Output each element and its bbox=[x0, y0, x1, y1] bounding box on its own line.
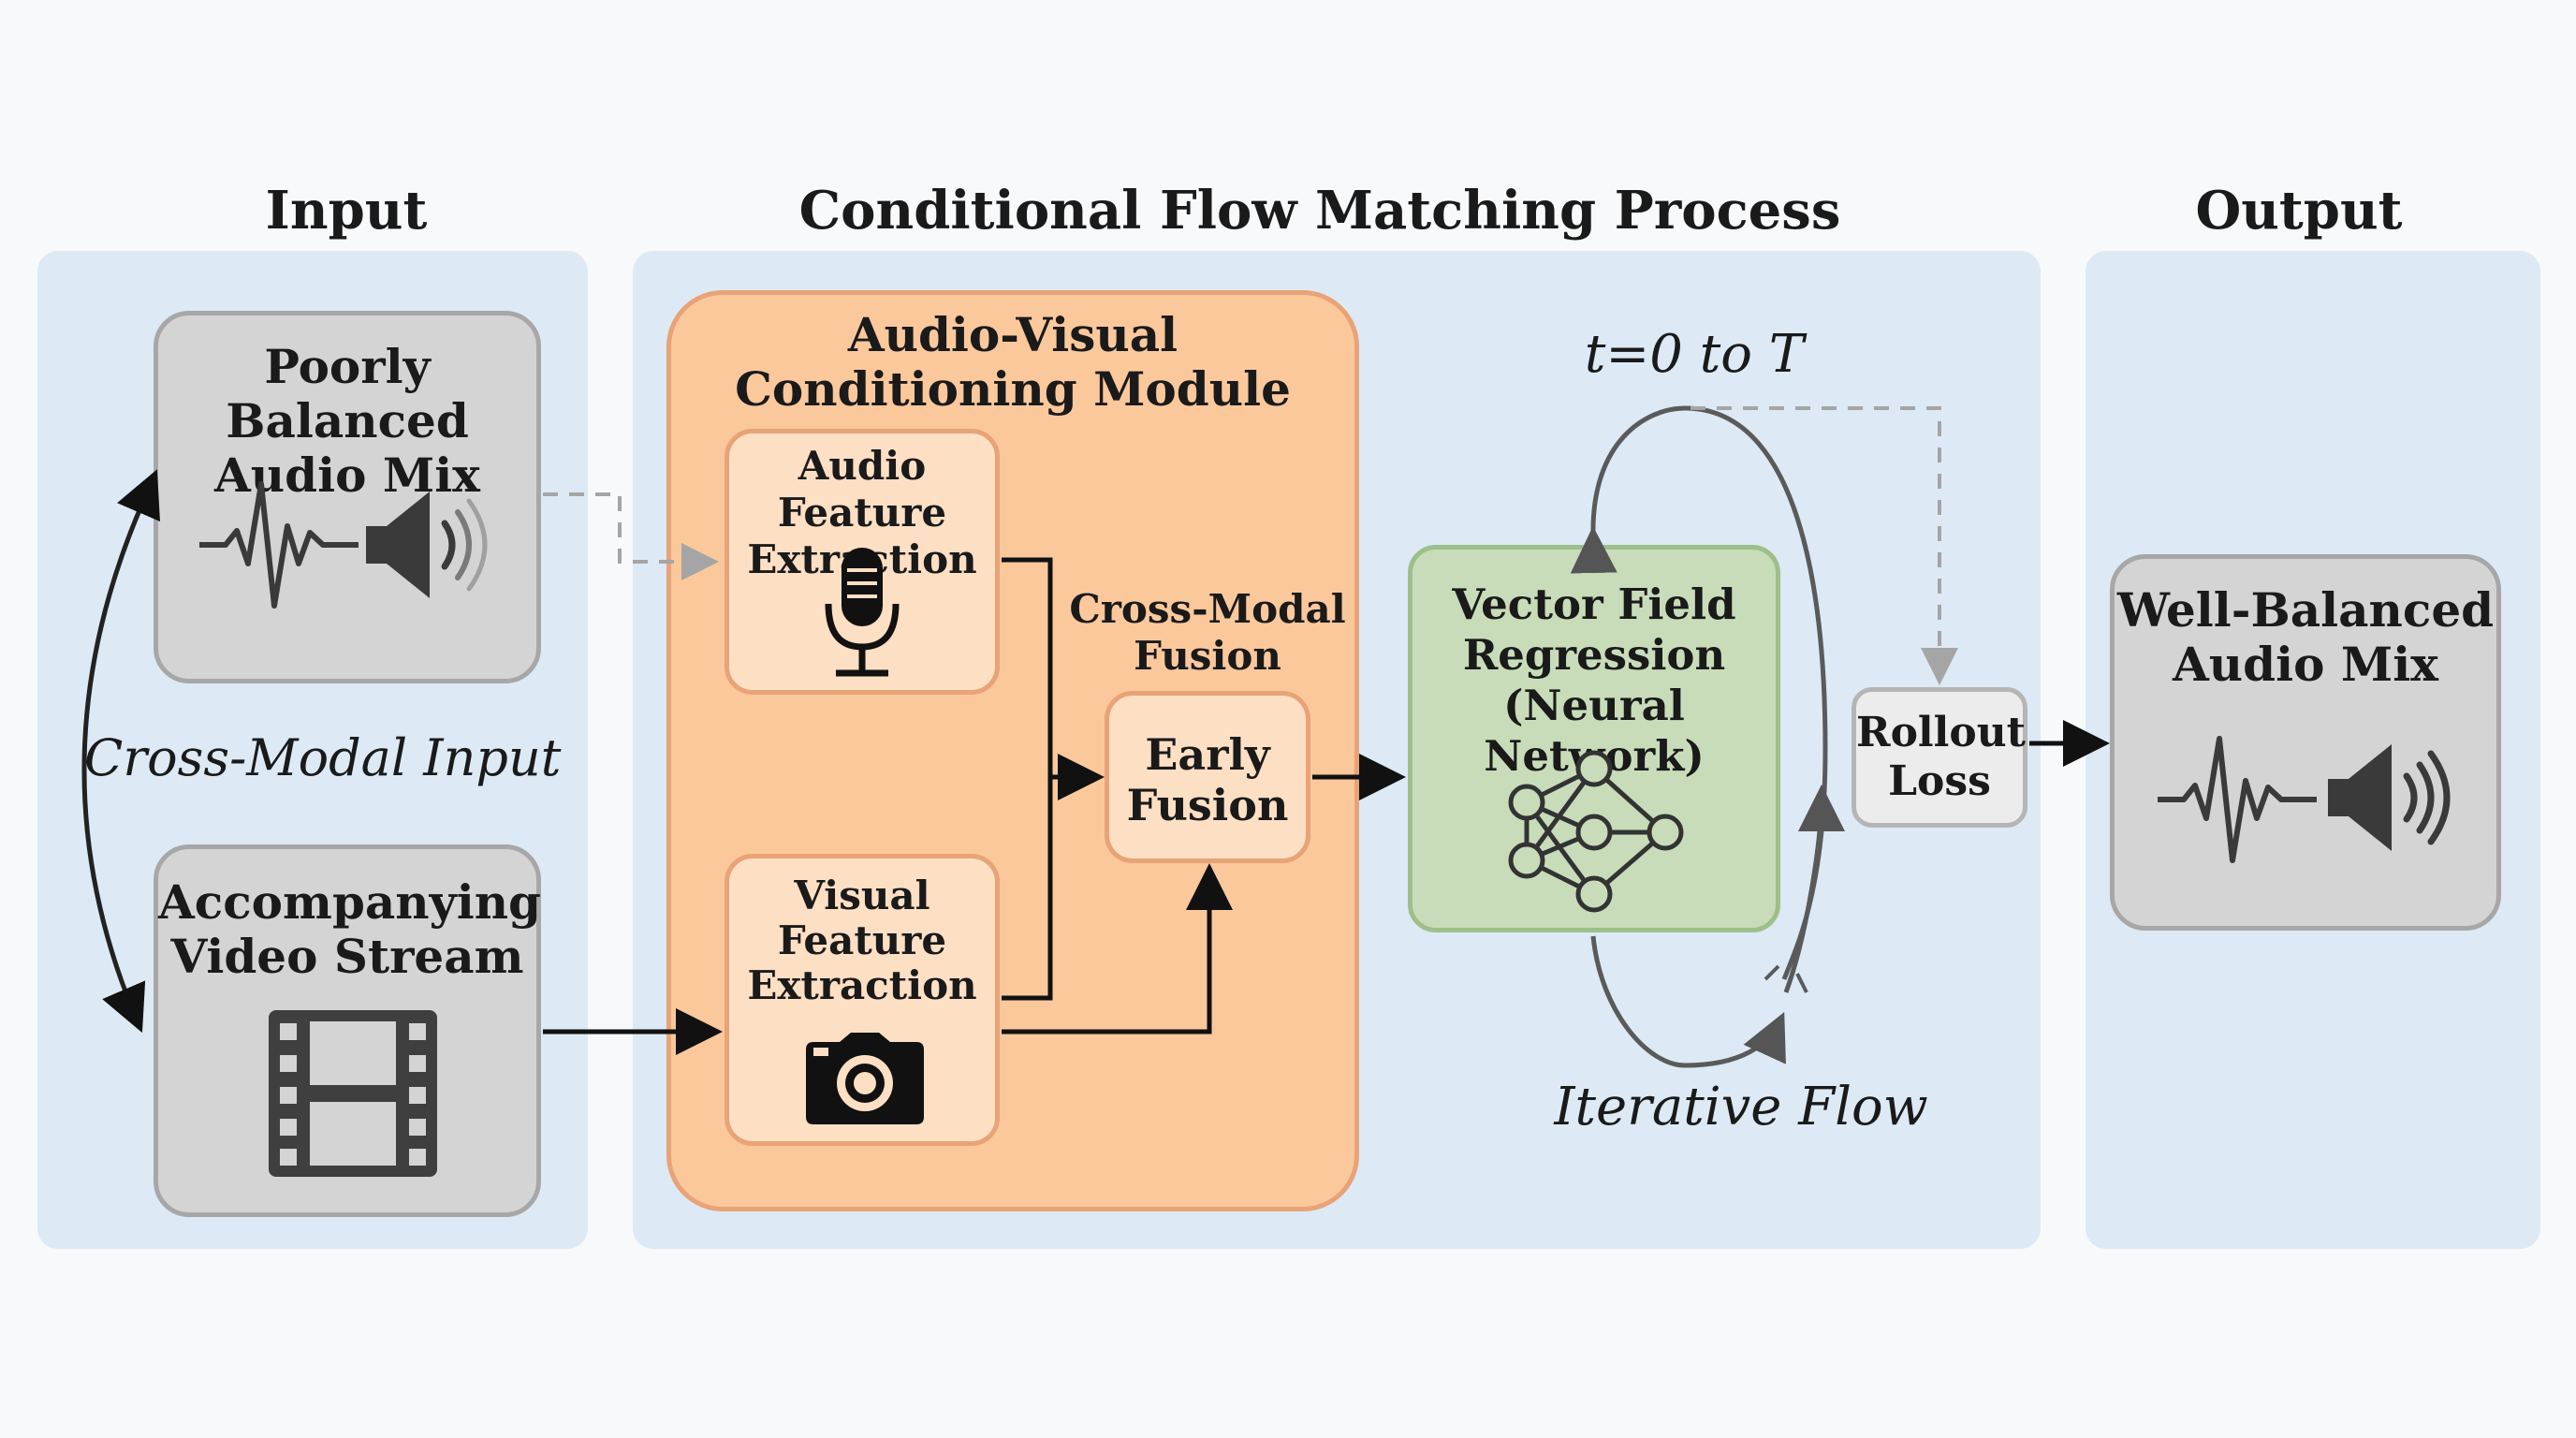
output-line1: Well-Balanced bbox=[2116, 582, 2495, 638]
early-fusion-box: Early Fusion bbox=[1105, 691, 1310, 863]
visual-to-fusion-arrow bbox=[1002, 863, 1233, 1034]
iterative-loop-up bbox=[1783, 785, 1845, 993]
vector-field-line2: Regression bbox=[1462, 630, 1726, 680]
heading-output: Output bbox=[2195, 180, 2403, 242]
module-title-line2: Conditioning Module bbox=[735, 361, 1291, 417]
video-box-line2: Video Stream bbox=[170, 929, 524, 984]
conditioning-module-title: Audio-Visual Conditioning Module bbox=[671, 308, 1354, 417]
video-box-line1: Accompanying bbox=[158, 874, 542, 930]
time-range-label: t=0 to T bbox=[1584, 324, 1805, 385]
iterative-loop-bottom bbox=[1590, 935, 1786, 1068]
poorly-balanced-audio-title: Poorly Balanced Audio Mix bbox=[158, 340, 536, 503]
loop-tick-2 bbox=[1795, 973, 1808, 993]
early-fusion-line2: Fusion bbox=[1126, 780, 1289, 830]
visual-feature-line2: Feature bbox=[777, 917, 947, 963]
audio-feature-line1: Audio Feature bbox=[777, 443, 947, 536]
speaker-icon bbox=[366, 492, 488, 598]
cross-modal-arrow bbox=[81, 469, 160, 1034]
early-fusion-title: Early Fusion bbox=[1109, 729, 1306, 830]
waveform-icon bbox=[199, 481, 359, 609]
audio-input-dashed-arrow bbox=[543, 492, 719, 580]
rollout-loss-box: Rollout Loss bbox=[1852, 687, 2027, 828]
audio-feature-extraction-box: Audio Feature Extraction bbox=[724, 429, 1000, 695]
visual-feature-title: Visual Feature Extraction bbox=[729, 873, 995, 1008]
visual-feature-line3: Extraction bbox=[747, 962, 977, 1008]
waveform-icon bbox=[2158, 736, 2317, 863]
rollout-line2: Loss bbox=[1888, 757, 1991, 805]
well-balanced-audio-title: Well-Balanced Audio Mix bbox=[2115, 583, 2496, 692]
microphone-icon bbox=[825, 548, 900, 677]
fusion-label-line2: Fusion bbox=[1134, 633, 1281, 679]
vector-field-regression-box: Vector Field Regression (Neural Network) bbox=[1408, 545, 1780, 932]
fusion-label-line1: Cross-Modal bbox=[1069, 586, 1346, 632]
speaker-icon bbox=[2328, 744, 2451, 851]
iterative-flow-label: Iterative Flow bbox=[1554, 1077, 1928, 1137]
rollout-line1: Rollout bbox=[1856, 709, 2027, 756]
video-stream-box: Accompanying Video Stream bbox=[154, 844, 541, 1217]
well-balanced-audio-box: Well-Balanced Audio Mix bbox=[2110, 554, 2501, 931]
heading-process: Conditional Flow Matching Process bbox=[798, 180, 1841, 242]
vector-field-title: Vector Field Regression (Neural Network) bbox=[1412, 580, 1776, 782]
visual-feature-line1: Visual bbox=[794, 873, 930, 918]
visual-feature-extraction-box: Visual Feature Extraction bbox=[724, 854, 1000, 1146]
module-title-line1: Audio-Visual bbox=[847, 307, 1178, 362]
cross-modal-input-label: Cross-Modal Input bbox=[84, 728, 562, 787]
loop-tick-1 bbox=[1764, 964, 1780, 981]
output-line2: Audio Mix bbox=[2172, 637, 2438, 692]
vector-field-line3: (Neural Network) bbox=[1484, 681, 1704, 781]
rollout-loss-title: Rollout Loss bbox=[1856, 709, 2027, 806]
neural-network-icon bbox=[1508, 750, 1684, 913]
vector-field-line1: Vector Field bbox=[1452, 580, 1736, 629]
audio-to-fusion-connector bbox=[1002, 557, 1053, 1001]
cross-modal-fusion-label: Cross-Modal Fusion bbox=[1058, 586, 1357, 680]
video-stream-title: Accompanying Video Stream bbox=[158, 874, 542, 984]
audio-box-line1: Poorly Balanced bbox=[226, 339, 469, 448]
iterative-loop-top bbox=[1570, 405, 1828, 980]
camera-icon bbox=[806, 1033, 924, 1124]
heading-input: Input bbox=[265, 180, 428, 242]
film-strip-icon bbox=[269, 1010, 437, 1177]
early-fusion-line1: Early bbox=[1145, 729, 1270, 780]
loop-to-rollout-dashed-arrow bbox=[1690, 406, 1958, 685]
poorly-balanced-audio-box: Poorly Balanced Audio Mix bbox=[154, 311, 541, 683]
